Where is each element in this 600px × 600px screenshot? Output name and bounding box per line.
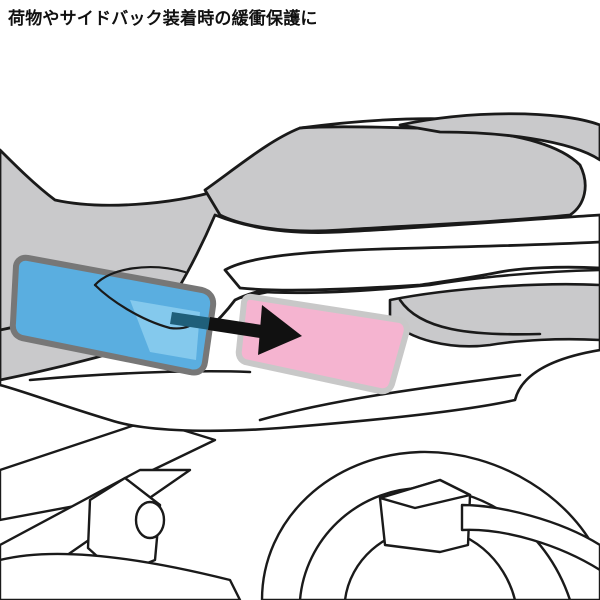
panel-crease <box>258 373 522 422</box>
bottom-fairing <box>0 552 242 600</box>
rear-cowl-grey <box>388 282 600 348</box>
panel-lower-edge <box>28 369 252 382</box>
connector-top <box>378 478 472 510</box>
grab-rail <box>223 240 600 292</box>
protector-pad <box>9 254 217 376</box>
caption-title: 荷物やサイドバック装着時の緩衝保護に <box>8 9 318 29</box>
arrow-head <box>258 305 302 355</box>
right-arrow-icon <box>170 305 302 355</box>
protector-seat-curve <box>93 266 187 287</box>
arrow-shaft-teal <box>170 312 212 330</box>
connector-pipe <box>460 503 600 572</box>
bolt-cap <box>134 500 166 540</box>
bolt-body <box>86 476 162 577</box>
passenger-seat <box>203 125 587 233</box>
rear-cowl-line <box>398 298 542 336</box>
arrow-shaft <box>208 317 262 338</box>
passenger-seat-rim <box>398 112 600 162</box>
lower-frame <box>0 418 600 600</box>
